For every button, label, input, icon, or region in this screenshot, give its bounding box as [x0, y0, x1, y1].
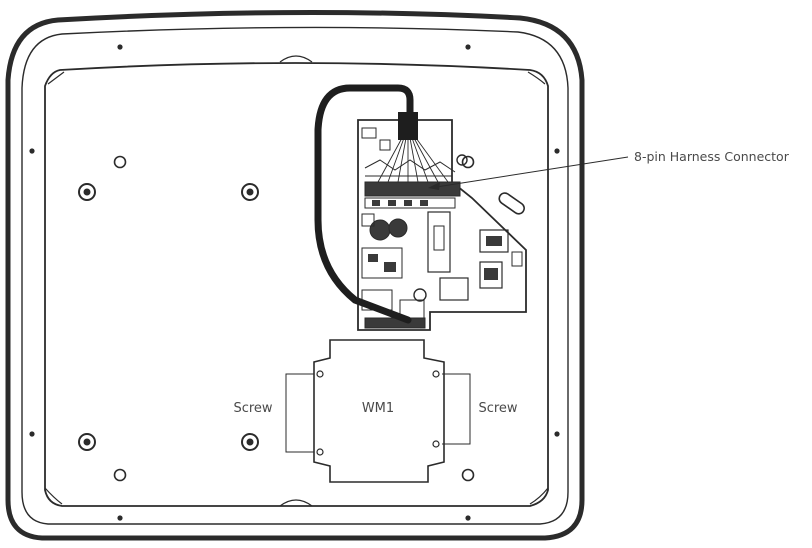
slot-hole	[498, 192, 525, 215]
frame-mounting-dots	[29, 44, 560, 521]
enclosure-inner-frame	[21, 26, 569, 525]
screw-bracket-left	[285, 373, 314, 453]
wm1-label: WM1	[362, 401, 394, 416]
top-tab	[279, 55, 313, 63]
corner-notch	[47, 71, 65, 85]
plate-mounting-holes	[113, 155, 475, 482]
harness-wires	[377, 137, 449, 183]
wm1-module	[313, 339, 445, 483]
back-plate	[44, 62, 549, 507]
screw-bracket-right	[442, 373, 471, 445]
cable	[314, 84, 414, 324]
bottom-tab	[279, 499, 313, 507]
screw-label-left: Screw	[233, 401, 272, 416]
corner-notch	[529, 487, 549, 505]
harness-connector-label: 8-pin Harness Connector	[634, 149, 790, 164]
wm1-screw-holes	[316, 370, 440, 456]
harness-connector	[398, 112, 418, 140]
leader-arrowhead	[428, 182, 440, 190]
enclosure-outer-frame	[5, 9, 585, 541]
corner-notch	[44, 487, 63, 505]
plate-bosses	[78, 183, 259, 451]
connector-leader-line	[429, 156, 629, 189]
screw-label-right: Screw	[478, 401, 517, 416]
corner-notch	[527, 71, 546, 85]
